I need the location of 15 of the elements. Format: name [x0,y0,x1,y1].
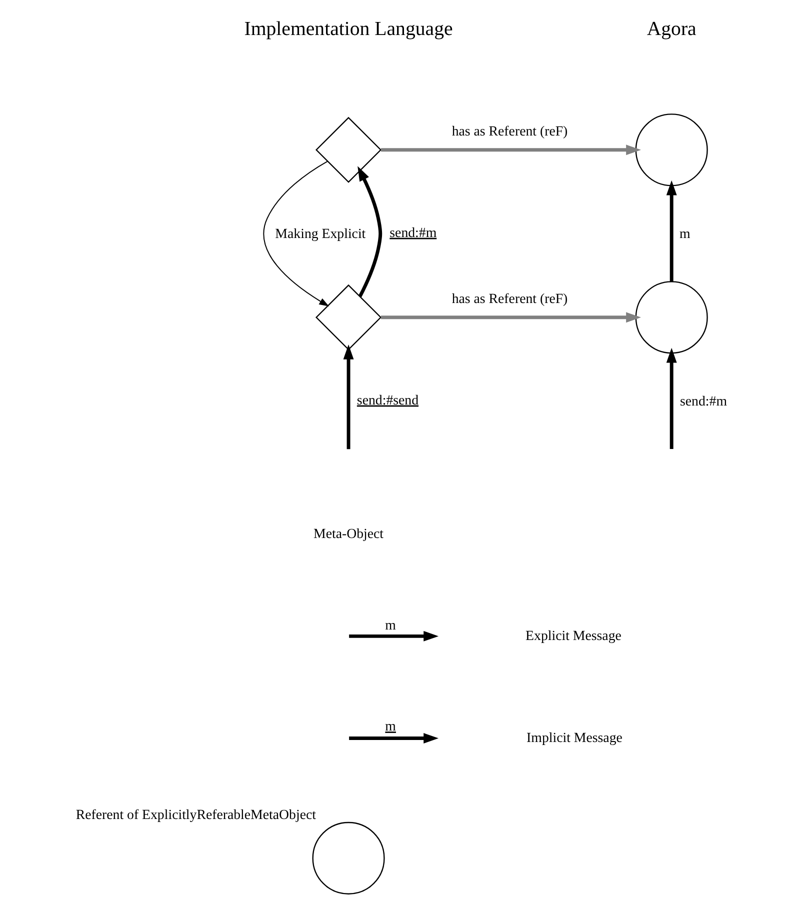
edge-label: Making Explicit [274,226,366,242]
edge-label: send:#m [680,394,726,410]
legend-label: Meta-Object [313,526,384,542]
legend-label: Implicit Message [526,730,622,746]
edge-label: has as Referent (reF) [451,124,568,140]
edge-label: m [679,226,690,242]
edge-label: has as Referent (reF) [451,292,568,308]
label: m [384,618,396,634]
label: Agora [646,18,696,40]
edge-label: send:#m [389,226,436,241]
label: Implementation Language [244,18,452,40]
edge-label: send:#send [356,393,418,408]
node-label: Referent of ExplicitlyReferableMetaObject [75,808,316,823]
label: m [384,720,396,735]
legend-label: Explicit Message [525,628,621,644]
